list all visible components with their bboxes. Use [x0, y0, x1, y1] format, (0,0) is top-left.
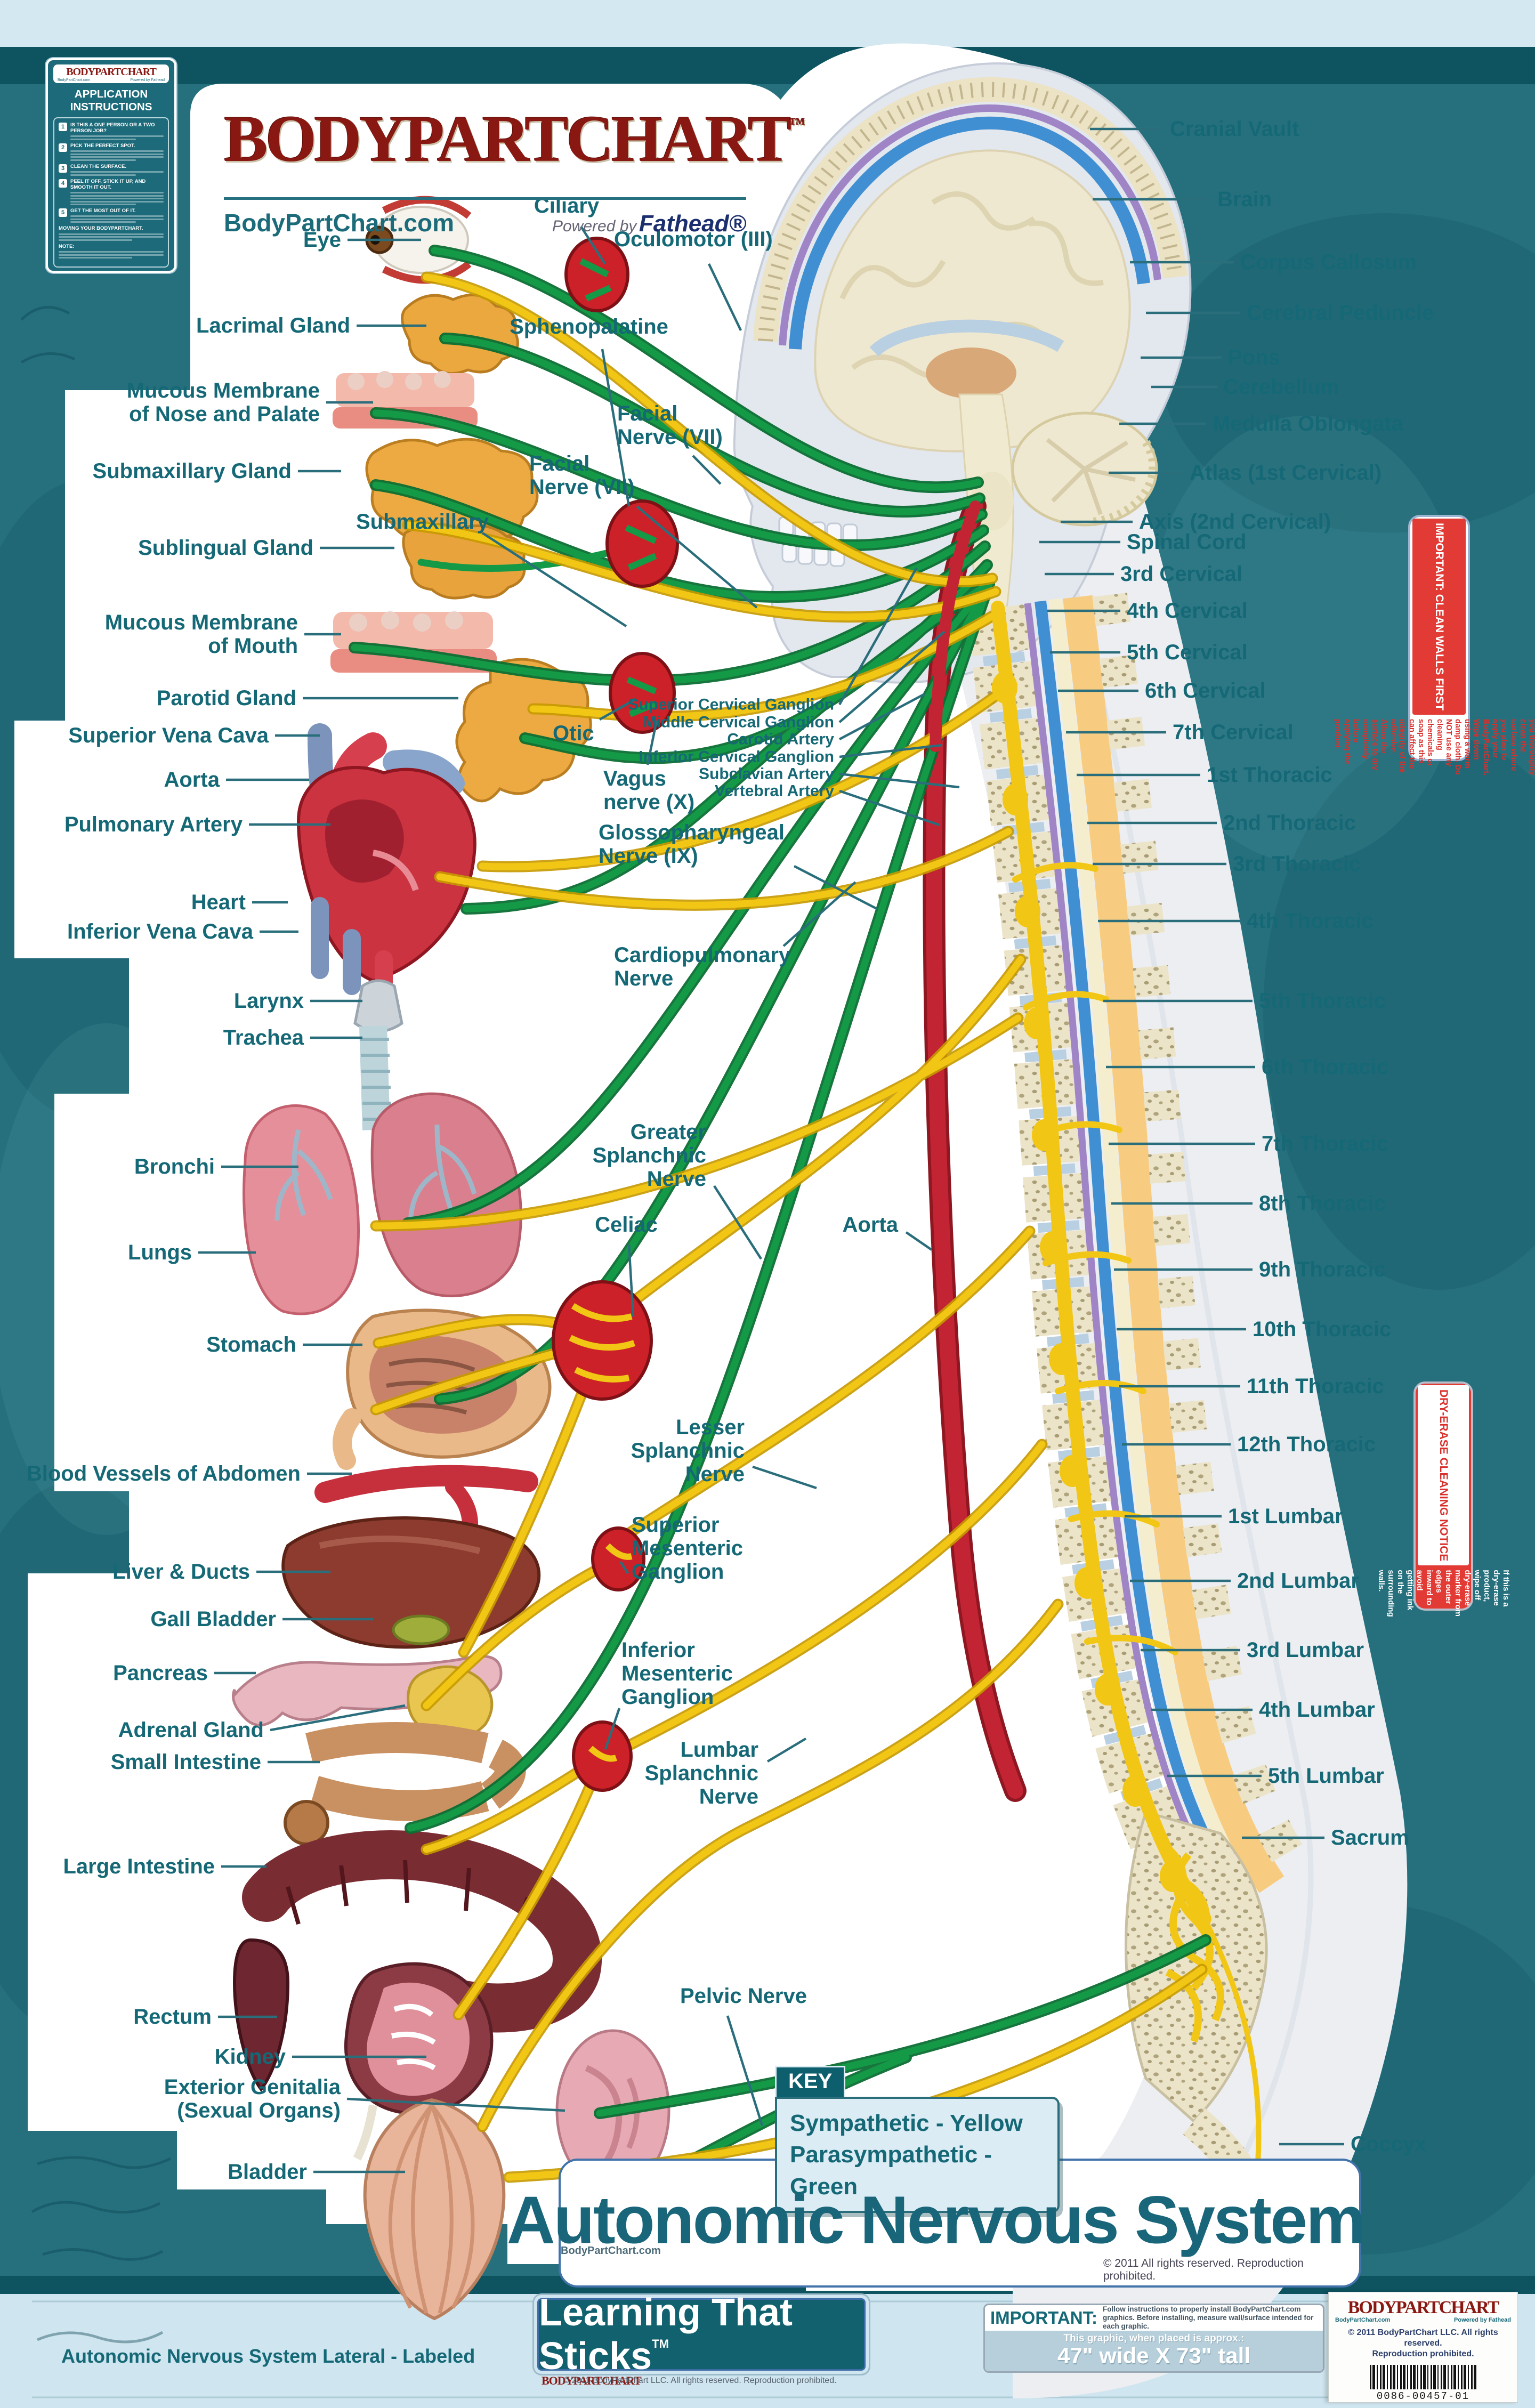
head-illustration: [733, 62, 1192, 684]
clean-walls-header: IMPORTANT: CLEAN WALLS FIRST: [1412, 519, 1466, 715]
instruction-step: 1 IS THIS A ONE PERSON OR A TWO PERSON J…: [59, 122, 164, 140]
leader-line: [905, 1231, 933, 1251]
logo-wordmark: BODYPARTCHART™: [224, 102, 805, 175]
spinal-cord-csf: [1035, 600, 1247, 1905]
title-copyright: © 2011 All rights reserved. Reproduction…: [1103, 2257, 1304, 2282]
kidney-illustration: [344, 1962, 494, 2161]
powered-by-text: Powered by: [552, 217, 637, 235]
leader-line: [838, 567, 918, 706]
leader-line: [839, 789, 940, 827]
dry-erase-body: If this is a dry-erase product, wipe off…: [1377, 1570, 1510, 1617]
learning-that-sticks-badge: Learning That SticksTM: [537, 2291, 866, 2378]
clean-walls-notice: IMPORTANT: CLEAN WALLS FIRST It is vital…: [1333, 515, 1535, 775]
leader-line: [839, 744, 943, 758]
large-intestine-illustration: [242, 1830, 602, 2033]
leader-line: [270, 1704, 406, 1732]
trademark-symbol: ™: [789, 115, 805, 133]
corpus-callosum: [869, 319, 1064, 357]
chain-ganglia: [992, 672, 1185, 1892]
heart-illustration: [296, 723, 476, 1016]
ganglia-green-marks: [579, 258, 657, 717]
key-sympathetic: Sympathetic - Yellow: [790, 2110, 1023, 2136]
leader-line: [726, 2015, 764, 2126]
cranial-vault-bone: [753, 77, 1187, 342]
important-text: Follow instructions to properly install …: [1103, 2305, 1314, 2331]
important-label: IMPORTANT:: [990, 2308, 1098, 2328]
clean-walls-body: It is vital that you thoroughly clean th…: [1333, 718, 1535, 776]
approx-line: This graphic, when placed is approx.:: [1063, 2333, 1245, 2344]
leader-line: [619, 1561, 629, 1574]
leader-line: [346, 2097, 565, 2112]
dura-purple: [779, 104, 1161, 346]
celiac-yellow-marks: [569, 1303, 635, 1762]
instruction-step: 5 GET THE MOST OUT OF IT.: [59, 208, 164, 223]
leader-line: [782, 881, 857, 947]
leader-line: [604, 1708, 621, 1750]
leader-line: [838, 631, 946, 723]
spine-orange-band: [1063, 595, 1284, 1893]
leader-line: [707, 263, 742, 331]
key-tab: KEY: [775, 2066, 846, 2097]
key-parasympathetic: Parasympathetic - Green: [790, 2142, 992, 2200]
leader-line: [766, 1738, 807, 1763]
sympathetic-chain: [991, 601, 1211, 1926]
csf-blue: [789, 116, 1150, 350]
instruction-step: 2 PICK THE PERFECT SPOT.: [59, 143, 164, 161]
leader-line: [692, 455, 722, 485]
trademark-symbol: TM: [652, 2337, 669, 2350]
rectum-illustration: [232, 1938, 290, 2092]
title-site-url: BodyPartChart.com: [561, 2245, 661, 2257]
instructions-moving-heading: MOVING YOUR BODYPARTCHART.: [59, 226, 164, 241]
barcode: [1370, 2365, 1476, 2389]
spinal-cord: [1048, 598, 1259, 1898]
mouth-membrane-illustration: [330, 611, 497, 673]
instructions-header: APPLICATION INSTRUCTIONS: [70, 88, 152, 113]
size-line: 47" wide X 73" tall: [1057, 2343, 1250, 2368]
footer-product-name: Autonomic Nervous System Lateral - Label…: [61, 2345, 475, 2367]
liver-illustration: [281, 1516, 541, 1649]
badge-copyright: © 2011 BodyPartChart LLC. All rights res…: [563, 2376, 837, 2385]
leader-line: [481, 532, 627, 627]
leader-line: [627, 1244, 635, 1317]
leader-line: [599, 698, 636, 721]
leader-line: [839, 772, 960, 789]
fathead-brand: Fathead®: [639, 211, 746, 237]
leader-line: [793, 865, 878, 910]
instruction-step: 4 PEEL IT OFF, STICK IT UP, AND SMOOTH I…: [59, 179, 164, 206]
logo-site-url[interactable]: BodyPartChart.com: [224, 209, 454, 237]
legend-key: KEY Sympathetic - Yellow Parasympathetic…: [775, 2066, 1060, 2213]
bladder-illustration: [363, 2098, 506, 2321]
thalamus: [926, 348, 1016, 399]
dry-erase-header: DRY-ERASE CLEANING NOTICE: [1418, 1385, 1469, 1566]
footer-mini-logo: BODYPARTCHART: [542, 2374, 642, 2387]
leader-line: [580, 225, 606, 265]
poster-title: Autonomic Nervous System: [506, 2182, 1366, 2258]
logo: BODYPARTCHART™ BodyPartChart.com Powered…: [224, 101, 805, 346]
lungs-illustration: [243, 1092, 522, 1315]
card-copyright: © 2011 BodyPartChart LLC. All rights res…: [1348, 2328, 1498, 2358]
barcode-number: 0086-00457-01: [1376, 2390, 1470, 2402]
gall-bladder-illustration: [392, 1614, 450, 1645]
dry-erase-notice: DRY-ERASE CLEANING NOTICE If this is a d…: [1377, 1381, 1510, 1617]
leader-line: [646, 720, 658, 765]
instructions-note: NOTE:: [59, 244, 164, 259]
card-wordmark: BODYPARTCHART: [1347, 2298, 1500, 2317]
leader-line: [838, 693, 926, 740]
leader-line: [636, 505, 758, 609]
footer-important-box: IMPORTANT: Follow instructions to proper…: [983, 2304, 1324, 2373]
instruction-step: 3 CLEAN THE SURFACE.: [59, 164, 164, 176]
leader-line: [752, 1465, 817, 1490]
leader-line: [713, 1185, 762, 1260]
leader-line: [601, 349, 631, 507]
